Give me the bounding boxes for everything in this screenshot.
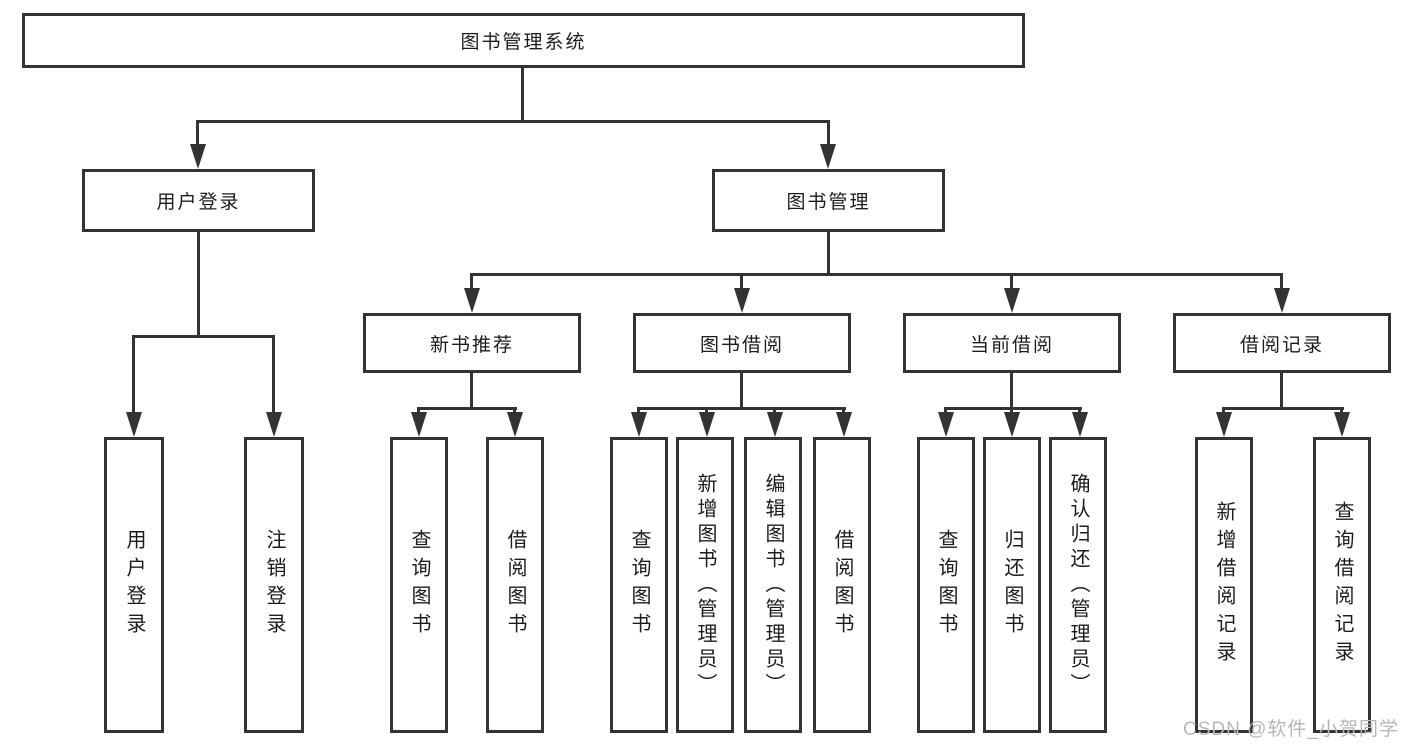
node-label: 当前借阅: [969, 334, 1054, 356]
node-label: 借阅图书: [504, 529, 526, 641]
node-label: 查询图书: [408, 529, 430, 641]
connector-line: [417, 407, 420, 415]
node-logout: 注销登录: [244, 437, 304, 733]
node-label: 用户登录: [156, 192, 241, 213]
node-user-login-leaf: 用户登录: [104, 437, 164, 733]
node-label: 归还图书: [1001, 529, 1023, 641]
connector-line: [470, 273, 473, 291]
connector-line: [272, 335, 275, 415]
arrow-down-icon: [507, 412, 523, 437]
node-current-borrowing: 当前借阅: [903, 313, 1121, 373]
node-label: 新书推荐: [429, 334, 514, 356]
node-borrow-books-borrowing: 借阅图书: [813, 437, 871, 733]
node-query-borrow-record: 查询借阅记录: [1313, 437, 1371, 733]
node-confirm-return-admin: 确认归还（管理员）: [1049, 437, 1107, 733]
arrow-down-icon: [820, 144, 836, 169]
node-add-borrow-record: 新增借阅记录: [1195, 437, 1253, 733]
connector-line: [1010, 407, 1013, 415]
node-label: 借阅图书: [831, 529, 853, 641]
connector-line: [637, 407, 640, 415]
arrow-down-icon: [631, 412, 647, 437]
connector-line: [740, 373, 743, 407]
node-query-books-recommend: 查询图书: [390, 437, 448, 733]
arrow-down-icon: [767, 412, 783, 437]
node-label: 用户登录: [123, 529, 145, 641]
connector-line: [513, 407, 516, 415]
connector-line: [1280, 273, 1283, 291]
connector-line: [1224, 407, 1344, 410]
node-label: 查询图书: [935, 529, 957, 641]
node-library-management-system: 图书管理系统: [22, 13, 1025, 68]
node-label: 借阅记录: [1239, 334, 1324, 356]
connector-line: [705, 407, 708, 415]
arrow-down-icon: [836, 412, 852, 437]
arrow-down-icon: [266, 412, 282, 437]
arrow-down-icon: [1274, 288, 1290, 313]
connector-line: [132, 335, 135, 415]
connector-line: [1280, 373, 1283, 407]
connector-line: [197, 232, 200, 335]
node-user-login: 用户登录: [82, 169, 315, 232]
node-new-book-recommend: 新书推荐: [363, 313, 581, 373]
node-book-borrowing: 图书借阅: [633, 313, 851, 373]
connector-line: [1340, 407, 1343, 415]
node-label: 图书借阅: [699, 334, 784, 356]
arrow-down-icon: [1072, 412, 1088, 437]
node-label: 确认归还（管理员）: [1067, 472, 1089, 698]
arrow-down-icon: [1334, 412, 1350, 437]
arrow-down-icon: [411, 412, 427, 437]
node-label: 查询借阅记录: [1331, 501, 1353, 669]
arrow-down-icon: [938, 412, 954, 437]
connector-line: [470, 373, 473, 407]
node-label: 注销登录: [263, 529, 285, 641]
node-book-management: 图书管理: [712, 169, 945, 232]
connector-line: [521, 68, 524, 120]
connector-line: [827, 232, 830, 273]
connector-line: [1078, 407, 1081, 415]
connector-line: [827, 120, 830, 148]
node-query-books-current: 查询图书: [917, 437, 975, 733]
node-label: 新增借阅记录: [1213, 501, 1235, 669]
arrow-down-icon: [1216, 412, 1232, 437]
node-label: 图书管理: [786, 192, 871, 213]
watermark: CSDN @软件_小贺同学: [1183, 719, 1399, 740]
node-label: 新增图书（管理员）: [694, 472, 716, 698]
connector-line: [944, 407, 947, 415]
node-label: 图书管理系统: [460, 32, 587, 53]
node-edit-book-admin: 编辑图书（管理员）: [744, 437, 802, 733]
node-add-book-admin: 新增图书（管理员）: [676, 437, 734, 733]
arrow-down-icon: [1004, 288, 1020, 313]
node-borrow-books-recommend: 借阅图书: [486, 437, 544, 733]
connector-line: [639, 407, 846, 410]
connector-line: [1222, 407, 1225, 415]
connector-line: [419, 407, 517, 410]
arrow-down-icon: [734, 288, 750, 313]
connector-line: [946, 407, 1082, 410]
connector-line: [134, 335, 274, 338]
arrow-down-icon: [1004, 412, 1020, 437]
node-borrowing-records: 借阅记录: [1173, 313, 1391, 373]
connector-line: [842, 407, 845, 415]
node-return-book: 归还图书: [983, 437, 1041, 733]
connector-line: [740, 273, 743, 291]
connector-line: [773, 407, 776, 415]
node-query-books-borrowing: 查询图书: [610, 437, 668, 733]
node-label: 编辑图书（管理员）: [762, 472, 784, 698]
connector-line: [472, 273, 1282, 276]
arrow-down-icon: [126, 412, 142, 437]
connector-line: [197, 120, 829, 123]
connector-line: [196, 120, 199, 148]
connector-line: [1010, 373, 1013, 407]
arrow-down-icon: [464, 288, 480, 313]
arrow-down-icon: [190, 144, 206, 169]
node-label: 查询图书: [628, 529, 650, 641]
arrow-down-icon: [699, 412, 715, 437]
connector-line: [1010, 273, 1013, 291]
